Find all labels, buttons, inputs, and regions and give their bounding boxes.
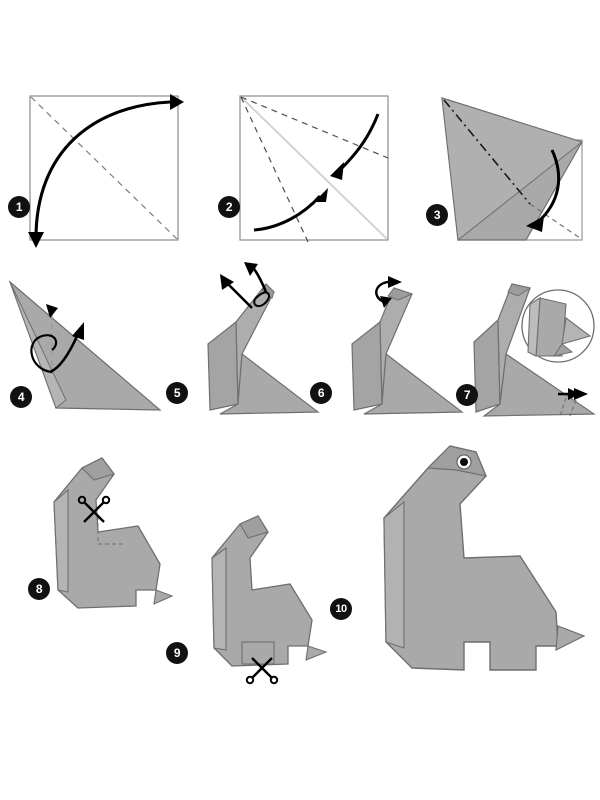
paper-front-leg [473, 318, 501, 413]
arrow-head-upper [330, 162, 344, 180]
paper-body [363, 352, 464, 415]
step-10-badge: 10 [330, 598, 352, 620]
step-8-badge: 8 [28, 578, 50, 600]
paper-head-flap [387, 287, 414, 301]
fold-arrow-upper-curve [338, 113, 380, 172]
step-1-panel: 1 [8, 92, 184, 248]
tail-crease-dashed-a [559, 397, 567, 417]
paper-tail [555, 625, 586, 652]
arrow-head-left [388, 276, 402, 288]
step-1-badge: 1 [8, 196, 30, 218]
crease-dash-dot [443, 99, 531, 205]
arrow-head-down [380, 296, 392, 308]
step-8-panel: 8 [20, 440, 190, 610]
step-6-badge: 6 [310, 382, 332, 404]
paper-front-leg [207, 320, 239, 411]
arrow-head-up [72, 322, 84, 340]
crease-hidden [529, 203, 581, 239]
step-4-badge: 4 [10, 386, 32, 408]
fold-arrow-curve [34, 100, 171, 239]
step-5-badge: 5 [166, 382, 188, 404]
arrow-head-left [526, 216, 544, 232]
fold-arrow-up [250, 265, 268, 293]
step-5-panel: 5 [166, 262, 328, 420]
paper-neck [235, 283, 275, 405]
step-3-panel: 3 [426, 92, 594, 244]
crease-fold-lower [240, 96, 309, 243]
arrow-head-upleft [220, 274, 234, 290]
paper-head-flap [507, 283, 532, 297]
arrow-head-lower [314, 188, 328, 202]
scissors-icon [77, 495, 111, 523]
paper-dinosaur-body [383, 445, 559, 671]
paper-body [219, 352, 320, 415]
step-4-panel: 4 [8, 278, 168, 420]
crease-existing-diagonal [240, 96, 388, 240]
step-10-panel: 10 [330, 430, 590, 680]
scissors-icon [245, 657, 279, 685]
arrow-head-up [244, 262, 258, 276]
step-2-badge: 2 [218, 196, 240, 218]
step-2-panel: 2 [218, 92, 392, 244]
fold-arrow-left [225, 281, 253, 309]
step-7-panel: 7 [456, 262, 600, 430]
tail-crease-dashed-b [569, 399, 577, 417]
paper-tail [305, 645, 328, 661]
step-6-panel: 6 [310, 262, 472, 420]
paper-head [81, 457, 115, 481]
fold-arrow-curve [536, 149, 561, 224]
paper-front-leg [351, 320, 383, 411]
paper-front-leg-panel [383, 500, 405, 649]
magnifier-head-side [527, 296, 541, 357]
arrow-head-right [170, 94, 184, 110]
paper-front-leg-panel [211, 546, 227, 651]
crease-dashed-diagonal [30, 96, 178, 240]
arrow-head-down [28, 232, 44, 248]
paper-front-leg-panel [53, 488, 69, 593]
step-9-panel: 9 [166, 500, 346, 685]
fold-arrow-straight [49, 333, 80, 374]
step-7-badge: 7 [456, 384, 478, 406]
tail-arrow-head-upper [574, 388, 588, 400]
paper-head [239, 515, 269, 539]
paper-dinosaur-body [211, 515, 313, 667]
paper-tail [153, 589, 174, 605]
loop-arrow-curve [253, 291, 271, 308]
loop-arrow-curve [30, 334, 58, 374]
magnifier-beak [561, 317, 592, 345]
magnifier-beak-under [552, 343, 574, 357]
eye-icon [456, 454, 472, 470]
step-3-badge: 3 [426, 204, 448, 226]
paper-dinosaur-body [53, 457, 161, 609]
tail-arrow-head-mid [568, 388, 580, 400]
crease-fold-upper [240, 96, 389, 159]
step-9-badge: 9 [166, 642, 188, 664]
arrow-head-loop [46, 304, 58, 318]
